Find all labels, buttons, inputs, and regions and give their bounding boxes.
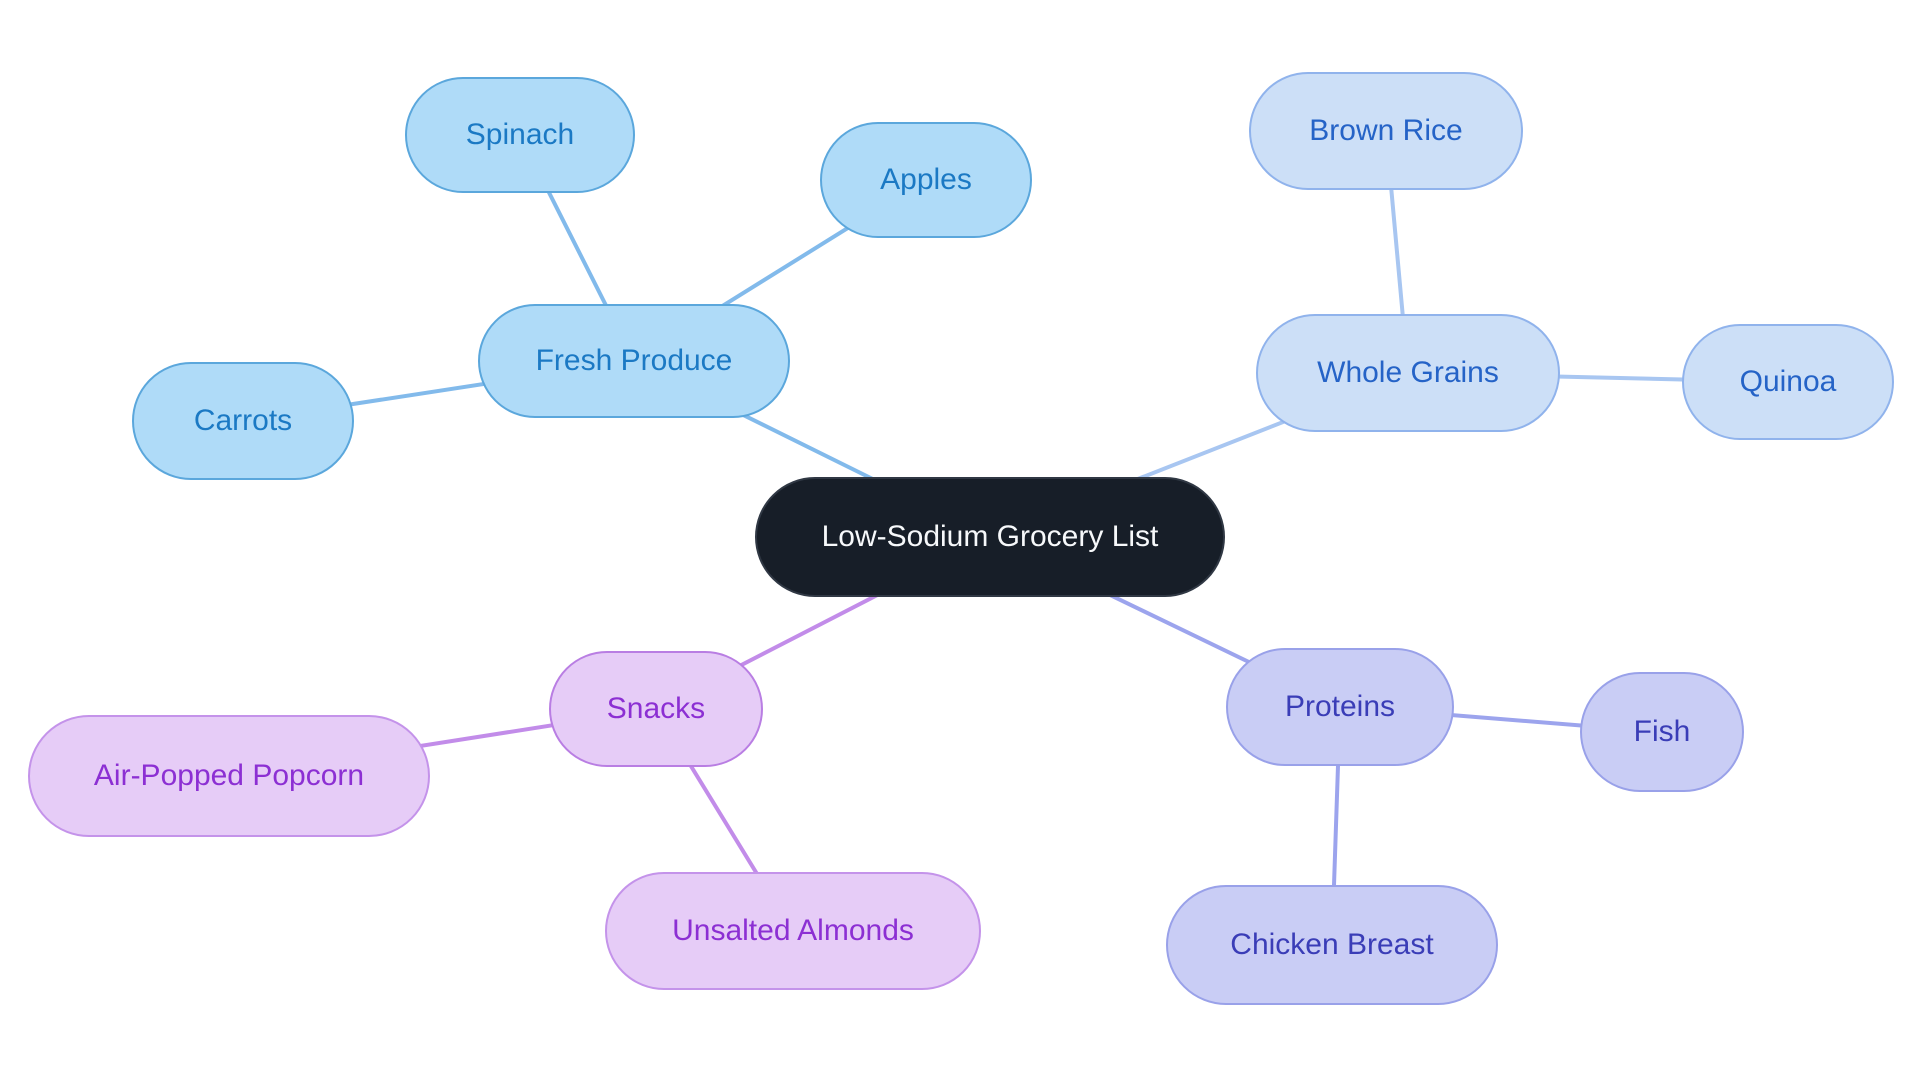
branch-node-fresh-produce[interactable]: Fresh Produce [478, 304, 790, 418]
branch-node-label: Whole Grains [1317, 356, 1499, 389]
leaf-node-label: Brown Rice [1309, 114, 1463, 147]
leaf-node-label: Carrots [193, 404, 293, 437]
branch-node-label: Proteins [1284, 690, 1396, 723]
leaf-node-label: Fish [1633, 715, 1691, 748]
leaf-node-air-popped-popcorn[interactable]: Air-Popped Popcorn [28, 715, 430, 837]
leaf-node-quinoa[interactable]: Quinoa [1682, 324, 1894, 440]
leaf-node-brown-rice[interactable]: Brown Rice [1249, 72, 1523, 190]
leaf-node-unsalted-almonds[interactable]: Unsalted Almonds [605, 872, 981, 990]
central-node-label: Low-Sodium Grocery List [821, 520, 1159, 553]
branch-node-snacks[interactable]: Snacks [549, 651, 763, 767]
leaf-node-label: Quinoa [1739, 365, 1837, 398]
leaf-node-label: Apples [880, 163, 972, 196]
branch-node-label: Fresh Produce [535, 344, 733, 377]
leaf-node-apples[interactable]: Apples [820, 122, 1032, 238]
central-node-low-sodium-grocery-list[interactable]: Low-Sodium Grocery List [755, 477, 1225, 597]
leaf-node-label: Spinach [465, 118, 575, 151]
branch-node-proteins[interactable]: Proteins [1226, 648, 1454, 766]
leaf-node-fish[interactable]: Fish [1580, 672, 1744, 792]
branch-node-whole-grains[interactable]: Whole Grains [1256, 314, 1560, 432]
leaf-node-chicken-breast[interactable]: Chicken Breast [1166, 885, 1498, 1005]
branch-node-label: Snacks [606, 692, 706, 725]
leaf-node-label: Unsalted Almonds [672, 914, 914, 947]
leaf-node-carrots[interactable]: Carrots [132, 362, 354, 480]
leaf-node-spinach[interactable]: Spinach [405, 77, 635, 193]
leaf-node-label: Chicken Breast [1230, 928, 1434, 961]
leaf-node-label: Air-Popped Popcorn [93, 759, 365, 792]
